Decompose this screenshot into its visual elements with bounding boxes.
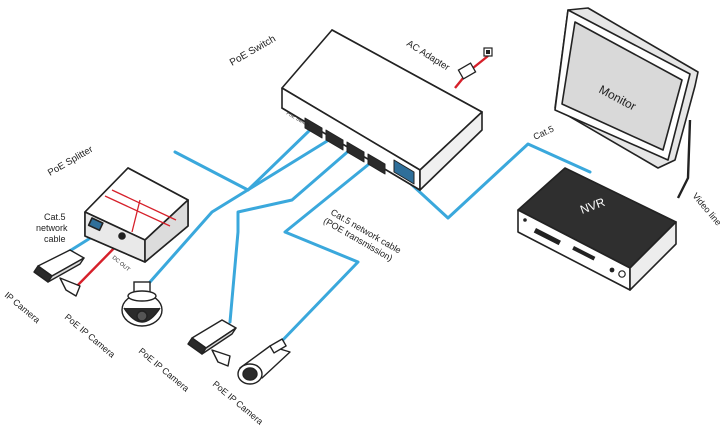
poe-ip-camera-box [187, 319, 237, 367]
cat5-label: Cat.5 [532, 124, 556, 142]
nvr [517, 167, 677, 291]
cable-switch-to-splitter [173, 126, 314, 192]
poe-switch: PoE Switch [281, 29, 483, 191]
dc-out-label: DC OUT [111, 255, 131, 274]
cat5-network-cable-line-2: network [36, 223, 68, 233]
ac-adapter [457, 47, 493, 80]
ac-adapter-label: AC Adapter [404, 38, 451, 73]
cat5-network-cable-line-3: cable [44, 234, 66, 244]
monitor [554, 7, 699, 169]
cat5-network-cable-label: Cat.5 network cable [36, 212, 70, 244]
nvr-front-panel [523, 218, 626, 278]
poe-ip-camera-label-3: PoE IP Camera [211, 379, 265, 427]
poe-ip-camera-label-1: PoE IP Camera [63, 312, 117, 360]
poe-switch-label: PoE Switch [228, 34, 278, 69]
cat5-network-cable-line-1: Cat.5 [44, 212, 66, 222]
splitter-markings [104, 189, 177, 233]
poe-ip-camera-bullet [237, 338, 291, 385]
cable-switch-to-poe-camera-1 [148, 136, 334, 284]
cable-switch-to-poe-camera-2 [228, 146, 354, 324]
ip-camera-label: IP Camera [3, 290, 42, 325]
cat5-poe-cable-label: Cat.5 network cable (POE transmission) [322, 206, 405, 266]
cat5-cables [66, 126, 592, 347]
video-line-label: Video line [690, 191, 723, 228]
poe-ip-camera-dome [121, 281, 163, 327]
poe-splitter-label: PoE Splitter [46, 144, 95, 179]
switch-ports [304, 117, 415, 185]
poe-splitter [84, 167, 189, 263]
ip-camera [33, 249, 85, 297]
video-line-cable [676, 119, 692, 199]
cable-switch-to-nvr [396, 142, 592, 220]
cable-switch-to-poe-camera-3 [276, 158, 376, 347]
poe-ip-camera-label-2: PoE IP Camera [137, 346, 191, 394]
